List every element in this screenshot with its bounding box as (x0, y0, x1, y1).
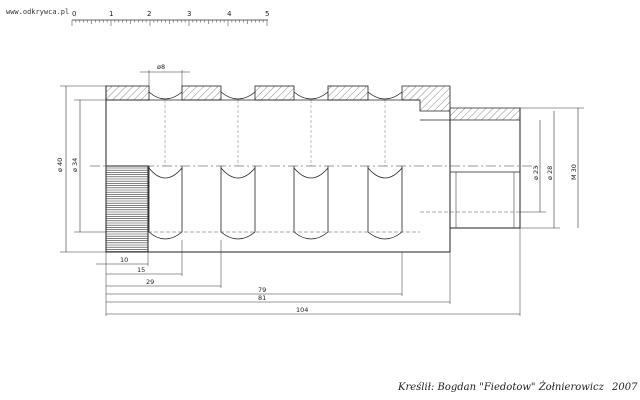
dim-10: 10 (120, 256, 128, 264)
hatched-segment (254, 85, 295, 101)
author-credit: Kreślił: Bogdan "Fiedotow" Żołnierowicz (397, 381, 605, 393)
scale-bar: 0 1 2 3 4 5 (71, 10, 269, 26)
scale-label-3: 3 (187, 10, 191, 18)
site-url: www.odkrywca.pl (6, 8, 69, 16)
dim-81: 81 (258, 294, 266, 302)
dim-29: 29 (146, 278, 154, 286)
horizontal-dimensions: 10 15 29 79 81 104 (96, 228, 521, 316)
dim-104: 104 (296, 306, 308, 314)
hatched-segment (181, 85, 222, 101)
scale-label-4: 4 (227, 10, 232, 18)
scale-label-1: 1 (109, 10, 113, 18)
upper-section (105, 85, 521, 252)
hatched-segment (105, 85, 150, 101)
groove-arc (293, 91, 329, 100)
hatched-segment (327, 85, 369, 101)
groove-arc (220, 91, 256, 100)
scale-label-0: 0 (72, 10, 76, 18)
scale-label-2: 2 (147, 10, 151, 18)
groove-arc (367, 91, 403, 100)
dim-phi28: ø 28 (546, 166, 554, 180)
lower-section (105, 165, 520, 253)
dim-m30: M 30 (570, 164, 578, 180)
thread-hatch (450, 107, 521, 121)
dim-phi34: ø 34 (71, 158, 79, 172)
shoulder-hatch (401, 85, 451, 112)
dim-phi8: ø8 (157, 63, 165, 71)
groove-width-dimension: ø8 (140, 63, 190, 92)
scale-label-5: 5 (265, 10, 269, 18)
dim-phi23: ø 23 (532, 166, 540, 180)
vertical-dimensions: ø 40 ø 34 ø 23 ø 28 M 30 (56, 85, 584, 253)
groove-arc (148, 91, 183, 100)
dim-15: 15 (137, 266, 145, 274)
knurled-grip (106, 167, 148, 252)
dim-79: 79 (258, 286, 266, 294)
year: 2007 (611, 382, 638, 393)
dim-phi40: ø 40 (56, 158, 64, 172)
